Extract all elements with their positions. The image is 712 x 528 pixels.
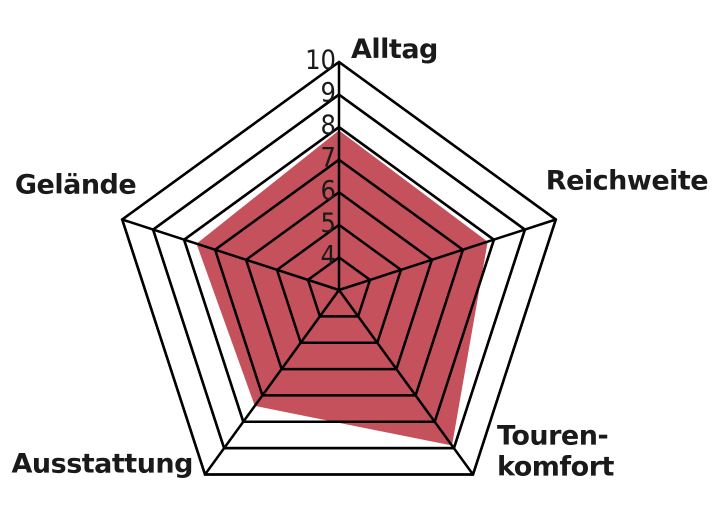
category-label-4: Ausstattung [12, 449, 193, 480]
grid-ring-overlay-9 [151, 93, 527, 450]
grid-ring-overlay-8 [182, 125, 496, 424]
tick-label-4: 4 [321, 240, 336, 271]
grid-ring-overlay-4 [306, 255, 372, 318]
radar-grid-overlay [120, 60, 558, 476]
spoke-5 [121, 218, 340, 292]
tick-label-6: 6 [321, 175, 336, 206]
grid-ring-overlay-6 [244, 190, 434, 371]
tick-label-7: 7 [321, 143, 336, 174]
category-label-3-line-2: komfort [497, 452, 615, 483]
grid-ring-overlay-7 [213, 158, 465, 397]
tick-label-10: 10 [305, 45, 336, 76]
category-label-5: Gelände [15, 170, 136, 201]
tick-label-8: 8 [321, 110, 336, 141]
tick-label-5: 5 [321, 208, 336, 239]
category-label-3-line-1: Touren- [497, 421, 608, 452]
category-label-1: Alltag [351, 34, 438, 65]
grid-ring-overlay-10 [120, 60, 558, 476]
spoke-3 [337, 289, 475, 476]
spoke-4 [203, 289, 341, 476]
grid-ring-overlay-5 [275, 223, 403, 344]
radar-spokes [121, 62, 557, 476]
category-label-2: Reichweite [546, 166, 708, 197]
spoke-2 [338, 218, 557, 292]
tick-label-9: 9 [321, 78, 336, 109]
